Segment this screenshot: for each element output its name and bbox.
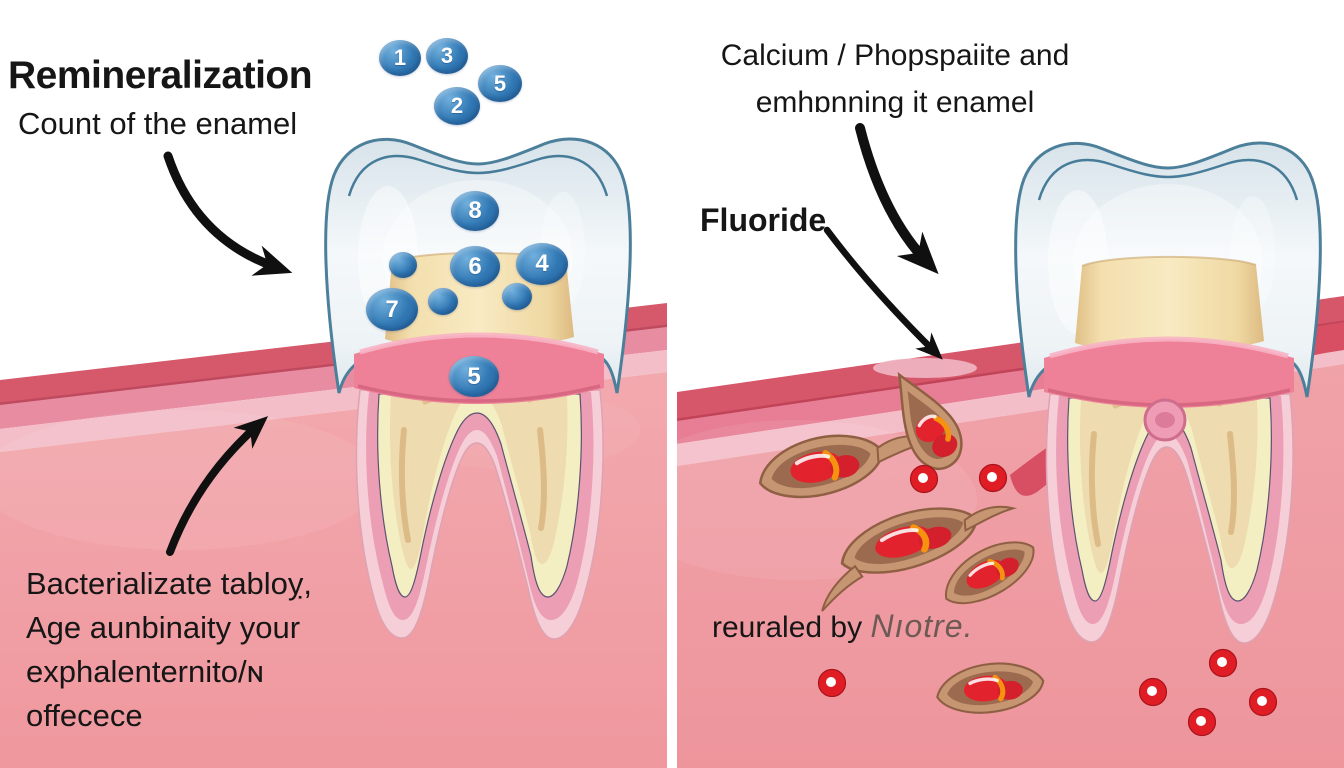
left-note-block: Bacterializate tabloỵ, Age aunbinaity yo… (26, 562, 312, 738)
fluoride-label: Fluoride (700, 202, 827, 238)
fluoride-particle-icon (1208, 648, 1238, 678)
fluoride-particle-icon (978, 463, 1008, 493)
brand-caption: reuraled by Nıotre. (712, 608, 973, 645)
right-scene (677, 123, 1344, 768)
mineral-particle-8: 8 (451, 191, 499, 231)
mineral-particle-5b: 5 (449, 356, 499, 397)
note-line: Age aunbinaity your (26, 610, 301, 645)
arrow-title-to-tooth-icon (163, 151, 293, 276)
fluoride-particle-icon (1187, 707, 1217, 737)
caption-brand: Nıotre. (870, 608, 974, 644)
right-panel (677, 0, 1344, 768)
heading-line: emhɒnning it enamel (755, 86, 1035, 119)
mineral-dot-icon (389, 252, 417, 278)
fluoride-particle-icon (817, 668, 847, 698)
mineral-particle-5a: 5 (478, 65, 522, 102)
arrow-fluoride-to-gum-icon (823, 226, 943, 360)
left-title: Remineralization (8, 54, 313, 97)
caption-prefix: reuraled by (712, 611, 863, 644)
left-subtitle: Count of the enamel (18, 106, 298, 141)
mineral-particle-2: 2 (434, 87, 480, 125)
fluoride-particle-icon (909, 464, 939, 494)
mineral-particle-1: 1 (379, 40, 421, 76)
tooth-roots (355, 389, 604, 640)
mineral-dot-icon (428, 288, 458, 315)
note-line: exphalenternito/ɴ (26, 654, 264, 689)
mineral-dot-icon (502, 283, 532, 310)
pulp-icon (1143, 398, 1187, 442)
tooth-illustration (324, 137, 632, 640)
mineral-particle-6: 6 (450, 246, 500, 287)
left-panel (0, 0, 667, 768)
mineral-particle-3: 3 (426, 38, 468, 74)
fluoride-particle-icon (1138, 677, 1168, 707)
left-scene (0, 137, 667, 768)
right-heading: Calcium / Phopspaiite and emhɒnning it e… (700, 32, 1090, 126)
fluoride-particle-icon (1248, 687, 1278, 717)
arrow-note-to-gum-icon (166, 416, 269, 556)
note-line: offecece (26, 698, 143, 733)
mineral-particle-4: 4 (516, 243, 568, 285)
mineral-particle-7: 7 (366, 288, 418, 331)
heading-line: Calcium / Phopspaiite and (720, 39, 1070, 72)
note-line: Bacterializate tabloỵ, (26, 566, 313, 601)
arrow-heading-to-gum-icon (855, 123, 939, 275)
